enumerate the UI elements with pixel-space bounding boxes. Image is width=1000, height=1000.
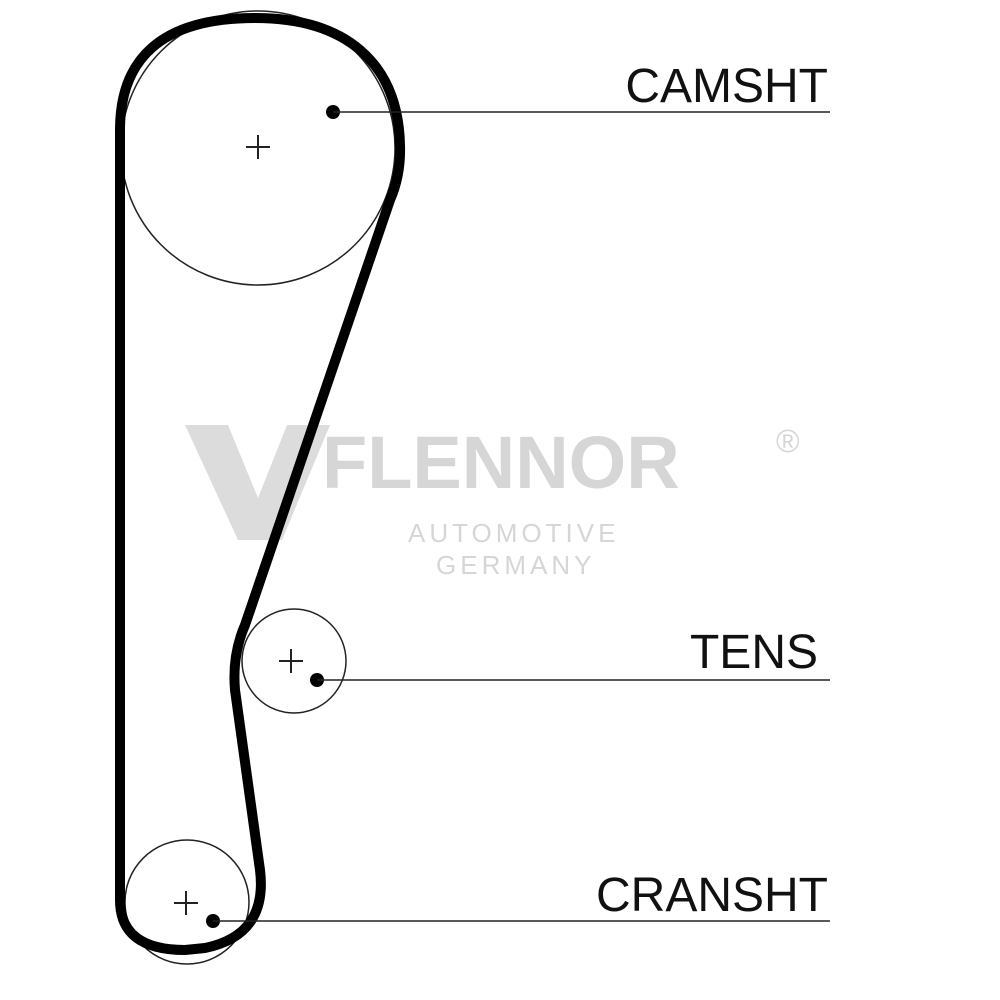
tensioner-label: TENS [690, 626, 818, 679]
watermark-line2: GERMANY [436, 550, 595, 580]
tensioner-center-plus-icon [279, 649, 303, 673]
callout-crankshaft: CRANSHT [206, 869, 830, 928]
watermark-logo-w-icon [185, 425, 330, 540]
timing-belt [115, 13, 406, 955]
callout-camshaft: CAMSHT [326, 60, 830, 119]
watermark-brand: FLENNOR [322, 421, 680, 504]
watermark-registered-mark: ® [776, 423, 800, 459]
center-marks [174, 135, 303, 915]
camshaft-center-plus-icon [246, 135, 270, 159]
crankshaft-label: CRANSHT [596, 869, 828, 922]
watermark: FLENNOR ® AUTOMOTIVE GERMANY [185, 421, 800, 580]
callout-tensioner: TENS [310, 626, 830, 687]
watermark-line1: AUTOMOTIVE [408, 518, 619, 548]
tensioner-pulley [241, 608, 347, 714]
camshaft-label: CAMSHT [625, 60, 828, 113]
crankshaft-center-plus-icon [174, 891, 198, 915]
